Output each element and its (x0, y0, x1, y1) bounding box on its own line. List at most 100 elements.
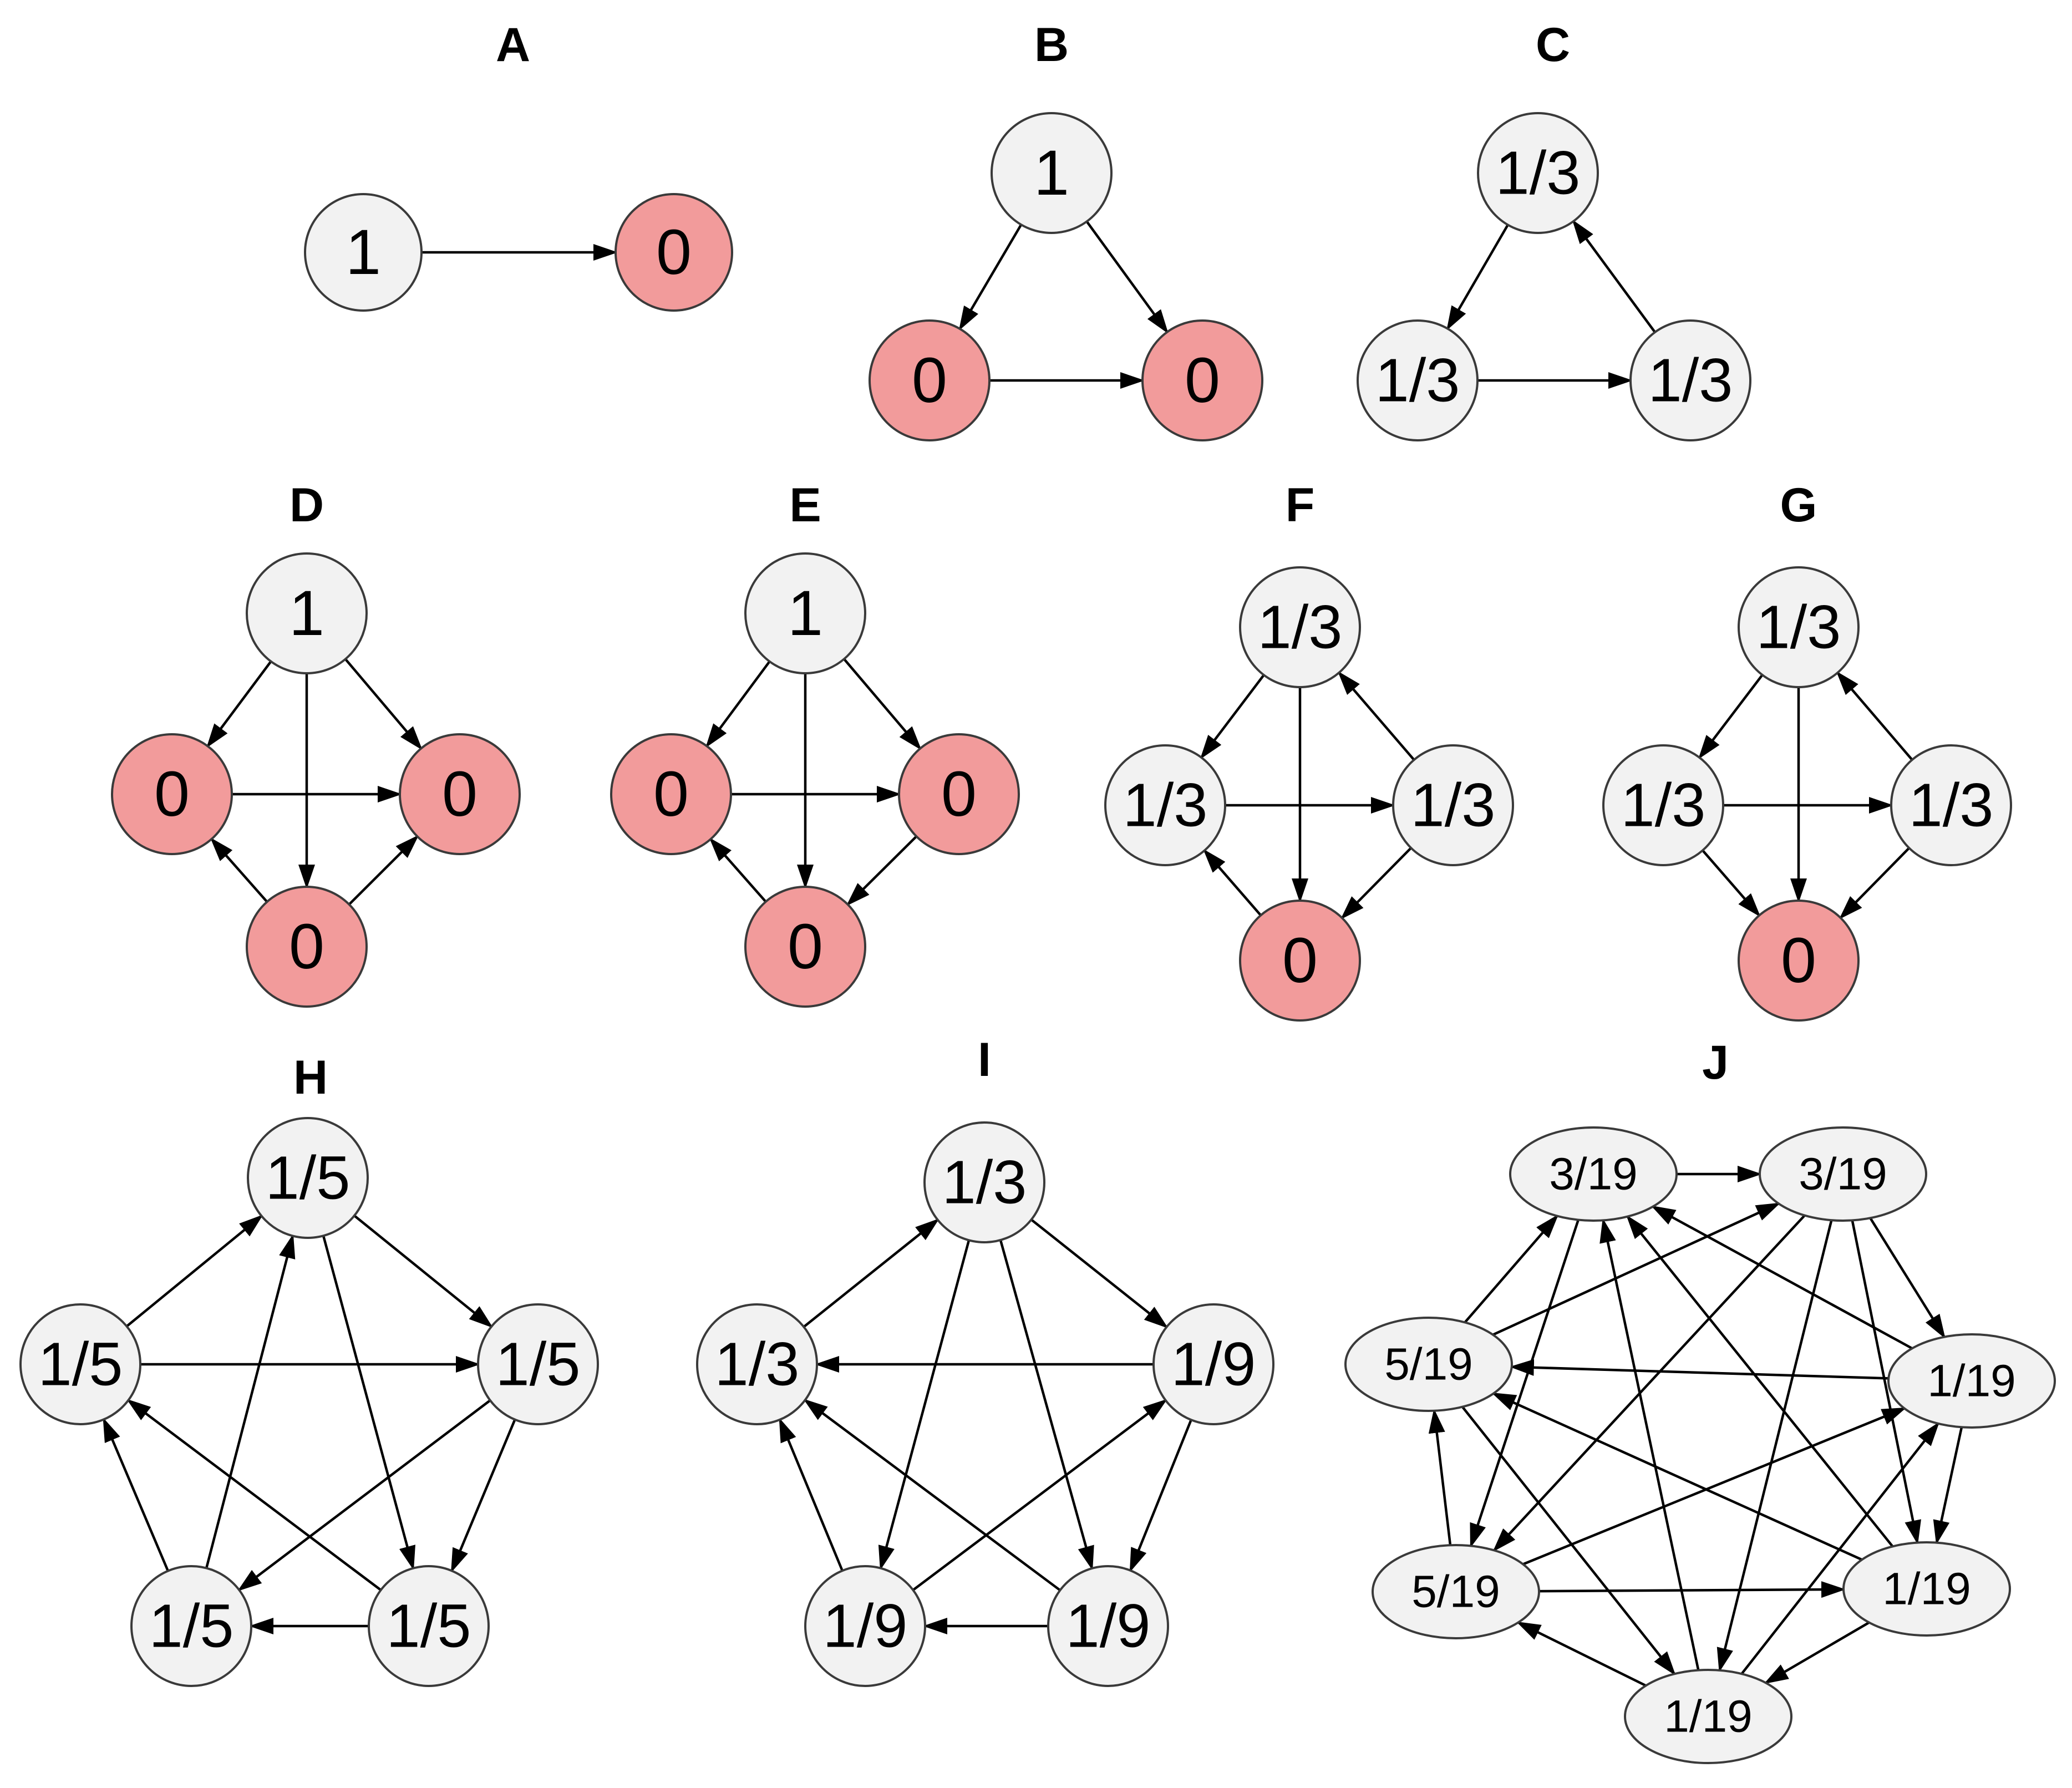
edge-left-to-bottom (1702, 849, 1761, 917)
node-bottom: 0 (1738, 900, 1860, 1022)
panel-label: A (496, 18, 530, 72)
node-circle (869, 319, 991, 441)
node-circle (1392, 744, 1514, 866)
edge-left-to-top (126, 1214, 263, 1328)
edge-mr-to-lr (1933, 1426, 1963, 1545)
edge-top-to-br (322, 1235, 415, 1571)
node-right: 0 (898, 733, 1020, 855)
node-n1: 1 (304, 193, 423, 312)
node-value: 1/5 (149, 1592, 234, 1660)
node-value: 1/3 (1756, 593, 1841, 662)
edges (1446, 219, 1656, 389)
node-value: 0 (941, 759, 977, 830)
edge-br-to-left (803, 1399, 1061, 1592)
node-right: 1/9 (1152, 1303, 1274, 1425)
node-circle (1890, 744, 2012, 866)
node-bl: 1/5 (130, 1565, 252, 1687)
node-right: 1/3 (1392, 744, 1514, 866)
edge-b-to-t1 (1599, 1218, 1700, 1671)
edge-right-to-top (1572, 219, 1656, 333)
node-circle (1759, 1126, 1927, 1222)
node-value: 1 (788, 578, 823, 649)
node-circle (1239, 900, 1361, 1022)
edge-lr-to-b (1764, 1621, 1870, 1684)
panel-label: D (290, 479, 324, 532)
node-n2: 0 (615, 193, 733, 312)
edge-bottom-to-left (709, 837, 767, 903)
node-br: 1/5 (368, 1565, 490, 1687)
edge-b-to-mr (1740, 1421, 1940, 1675)
node-value: 1/3 (1375, 347, 1460, 415)
node-value: 0 (442, 759, 478, 830)
node-left: 0 (610, 733, 732, 855)
edge-right-to-br (1129, 1419, 1192, 1573)
node-value: 0 (1781, 925, 1816, 996)
node-left: 1/5 (19, 1303, 141, 1425)
node-top: 1/3 (1477, 112, 1599, 234)
edge-top-to-right (1030, 1218, 1169, 1329)
node-value: 1 (1034, 138, 1069, 209)
edge-right-to-top (1337, 670, 1415, 761)
node-value: 1/5 (496, 1330, 581, 1399)
nodes: 1/5 1/5 1/5 1/5 1/5 (19, 1117, 599, 1687)
node-ml: 5/19 (1344, 1317, 1513, 1412)
edge-top-to-br (999, 1240, 1094, 1571)
edges (1698, 670, 1913, 920)
node-value: 1/3 (1123, 771, 1208, 840)
edge-t2-to-lr (1851, 1220, 1921, 1545)
node-bl: 1/9 (804, 1565, 926, 1687)
node-value: 1/9 (823, 1592, 908, 1660)
node-circle (19, 1303, 141, 1425)
panel-label: C (1536, 18, 1570, 72)
edge-bottom-to-left (1203, 849, 1262, 916)
edge-t1-to-ll (1470, 1219, 1580, 1548)
node-circle (744, 552, 866, 674)
node-circle (368, 1565, 490, 1687)
panel-label: I (978, 1033, 991, 1086)
edge-top-to-left (958, 223, 1023, 331)
node-top: 1/3 (1738, 566, 1860, 688)
node-left: 1/3 (1602, 744, 1724, 866)
node-circle (1738, 900, 1860, 1022)
edge-bl-to-top (205, 1233, 296, 1569)
node-circle (246, 886, 368, 1008)
node-circle (1152, 1303, 1274, 1425)
node-circle (477, 1303, 599, 1425)
node-circle (130, 1565, 252, 1687)
node-value: 1/19 (1927, 1356, 2016, 1406)
node-circle (1602, 744, 1724, 866)
node-circle (399, 733, 521, 855)
edge-top-to-right (353, 1215, 494, 1328)
node-value: 1/19 (1882, 1564, 1971, 1614)
node-bottom: 0 (1239, 900, 1361, 1022)
edges (705, 658, 922, 906)
edge-mr-to-ml (1509, 1359, 1889, 1380)
edge-ml-to-t2 (1492, 1202, 1781, 1336)
node-value: 0 (154, 759, 190, 830)
node-circle (1738, 566, 1860, 688)
edges (206, 658, 423, 906)
node-value: 0 (788, 911, 823, 982)
node-circle (615, 193, 733, 312)
node-right: 1/5 (477, 1303, 599, 1425)
node-bottom: 0 (744, 886, 866, 1008)
node-top: 1 (246, 552, 368, 674)
node-top: 1/5 (247, 1117, 369, 1239)
node-circle (111, 733, 233, 855)
node-left: 1/3 (1104, 744, 1226, 866)
panel-label: G (1780, 479, 1817, 532)
edge-right-to-bottom (1839, 847, 1910, 920)
node-circle (610, 733, 732, 855)
edges (779, 1218, 1192, 1634)
